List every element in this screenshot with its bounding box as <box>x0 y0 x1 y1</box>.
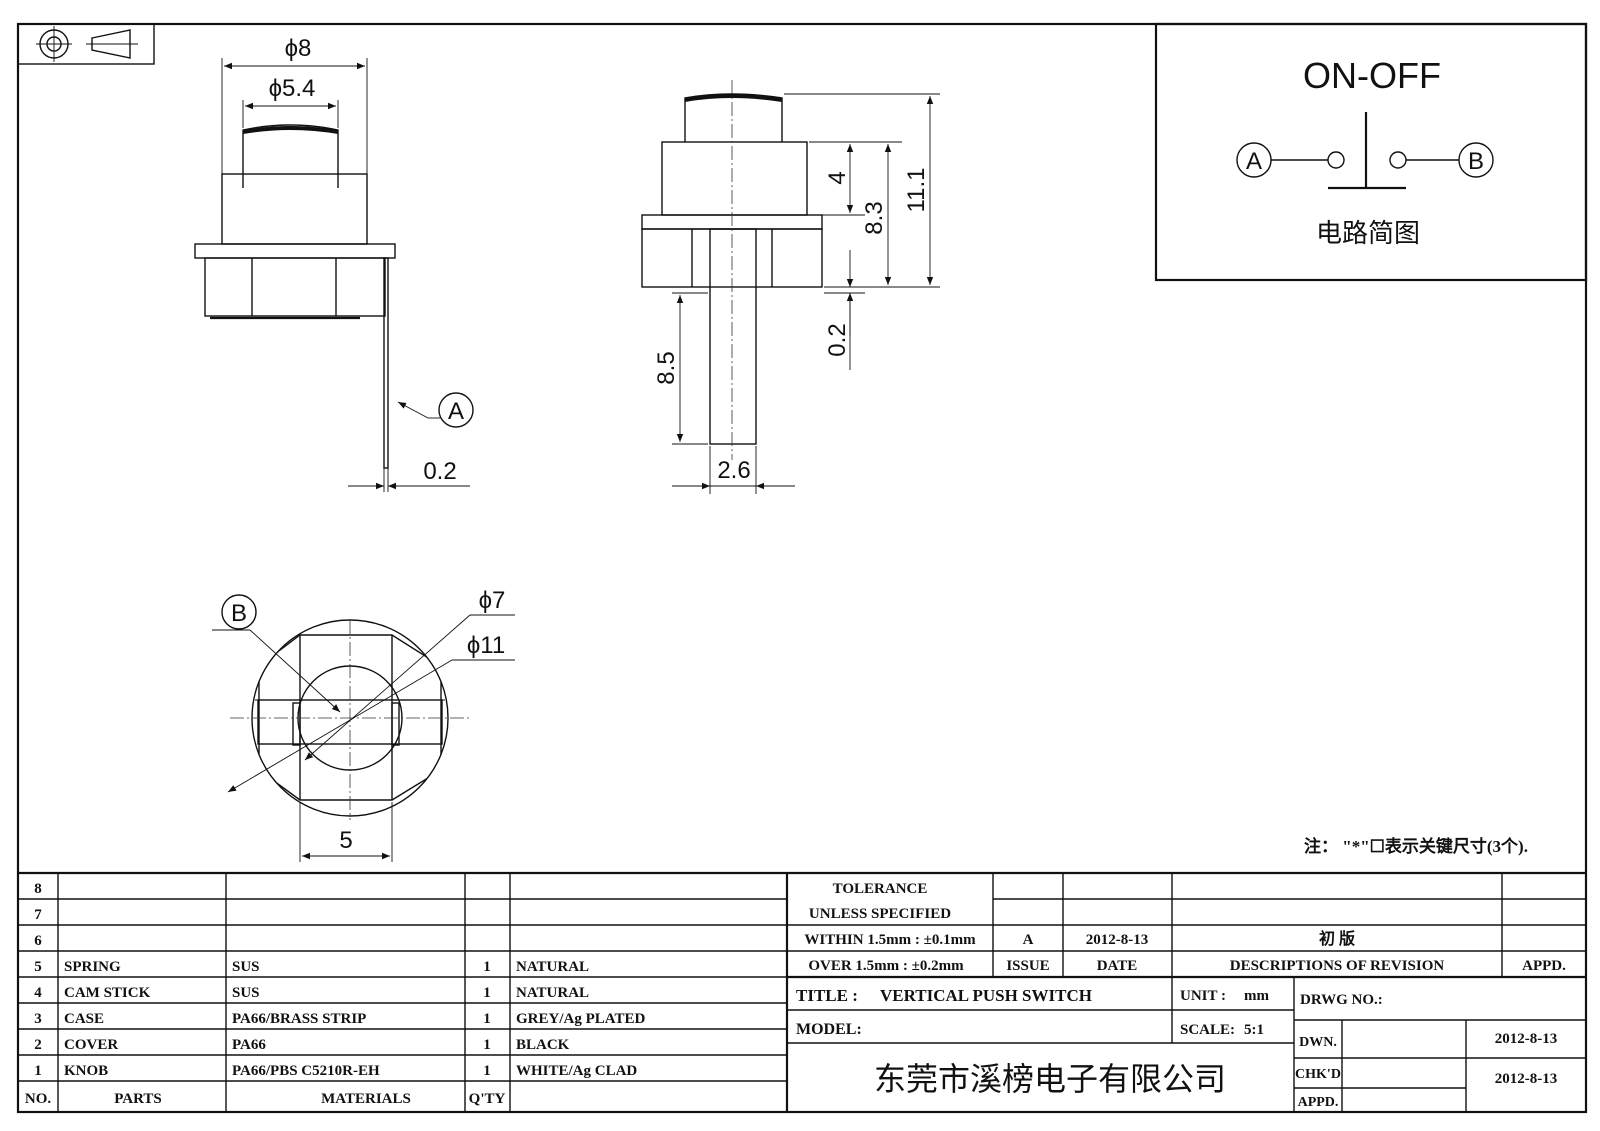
table-row: 2 COVER PA66 1 BLACK <box>34 1037 569 1053</box>
issue-label: ISSUE <box>1006 958 1049 974</box>
table-row: 5 SPRING SUS 1 NATURAL <box>34 959 589 975</box>
header-qty: Q'TY <box>469 1091 506 1107</box>
chkd-label: CHK'D <box>1295 1067 1341 1082</box>
title-value: VERTICAL PUSH SWITCH <box>880 986 1092 1005</box>
table-cell-no: 5 <box>34 959 42 975</box>
table-cell-material: SUS <box>232 985 260 1001</box>
company-name: 东莞市溪榜电子有限公司 <box>874 1061 1226 1097</box>
table-row: 3 CASE PA66/BRASS STRIP 1 GREY/Ag PLATED <box>34 1011 645 1027</box>
table-cell-no: 2 <box>34 1037 42 1053</box>
table-cell-no: 6 <box>34 933 42 949</box>
table-cell-material: PA66 <box>232 1037 266 1053</box>
scale-value: 5:1 <box>1244 1022 1264 1038</box>
table-cell-qty: 1 <box>483 1063 491 1079</box>
table-cell-finish: WHITE/Ag CLAD <box>516 1063 637 1079</box>
table-cell-qty: 1 <box>483 1011 491 1027</box>
table-cell-part: SPRING <box>64 959 121 975</box>
header-no: NO. <box>25 1091 52 1107</box>
dim-side-knob-height: 4 <box>824 171 851 184</box>
table-cell-qty: 1 <box>483 959 491 975</box>
header-materials: MATERIALS <box>321 1091 411 1107</box>
terminal-b-label: B <box>1468 148 1484 175</box>
unit-value: mm <box>1244 988 1269 1004</box>
table-cell-part: COVER <box>64 1037 118 1053</box>
issue-value: A <box>1023 932 1034 948</box>
table-cell-finish: GREY/Ag PLATED <box>516 1011 645 1027</box>
table-cell-part: KNOB <box>64 1063 108 1079</box>
terminal-b-circle <box>1458 142 1494 178</box>
appd-label: APPD. <box>1522 958 1566 974</box>
table-cell-no: 4 <box>34 985 42 1001</box>
unit-label: UNIT : <box>1180 988 1226 1004</box>
circuit-caption: 电路简图 <box>1316 218 1420 248</box>
chkd-date: 2012-8-13 <box>1495 1071 1558 1087</box>
tolerance-line2: UNLESS SPECIFIED <box>809 906 951 922</box>
table-cell-finish: NATURAL <box>516 959 589 975</box>
dim-front-terminal-thickness: 0.2 <box>423 458 456 485</box>
circuit-diagram: ON-OFF A B 电路简图 <box>1154 22 1588 282</box>
side-view: 4 8.3 11.1 0.2 8.5 2.6 <box>641 80 940 494</box>
callout-b-label: B <box>231 600 247 627</box>
dim-front-knob-dia: ϕ5.4 <box>269 75 316 102</box>
table-cell-part: CASE <box>64 1011 104 1027</box>
circuit-title: ON-OFF <box>1303 55 1441 96</box>
projection-symbol <box>17 23 155 65</box>
header-parts: PARTS <box>114 1091 162 1107</box>
appd2-label: APPD. <box>1298 1095 1339 1110</box>
dwn-label: DWN. <box>1299 1035 1337 1050</box>
dim-side-pin-length: 8.5 <box>653 351 680 384</box>
front-view: ϕ8 ϕ5.4 0.2 A <box>194 35 474 492</box>
tolerance-line1: TOLERANCE <box>833 881 928 897</box>
table-cell-material: PA66/BRASS STRIP <box>232 1011 366 1027</box>
callout-a-label: A <box>448 398 464 425</box>
dim-bottom-inner-dia: ϕ7 <box>479 587 506 614</box>
scale-label: SCALE: <box>1180 1022 1235 1038</box>
table-cell-qty: 1 <box>483 985 491 1001</box>
table-row: 1 KNOB PA66/PBS C5210R-EH 1 WHITE/Ag CLAD <box>34 1063 637 1079</box>
drwg-label: DRWG NO.: <box>1300 992 1383 1008</box>
table-row: 6 <box>34 933 42 949</box>
dim-bottom-outer-dia: ϕ11 <box>467 632 505 659</box>
dwn-date: 2012-8-13 <box>1495 1031 1558 1047</box>
sheet-border <box>16 22 1588 1114</box>
title-label: TITLE : <box>796 986 858 1005</box>
tolerance-within: WITHIN 1.5mm : ±0.1mm <box>804 932 976 948</box>
dim-side-total-height: 11.1 <box>903 168 930 213</box>
callout-b-circle <box>221 594 257 630</box>
date-label: DATE <box>1097 958 1138 974</box>
date-value: 2012-8-13 <box>1086 932 1149 948</box>
dim-bottom-flat-width: 5 <box>339 827 352 854</box>
callout-a-circle <box>438 392 474 428</box>
table-cell-part: CAM STICK <box>64 985 151 1001</box>
table-cell-finish: BLACK <box>516 1037 570 1053</box>
table-cell-material: SUS <box>232 959 260 975</box>
dim-side-pin-width: 2.6 <box>717 457 750 484</box>
title-block: TOLERANCE UNLESS SPECIFIED WITHIN 1.5mm … <box>787 873 1586 1112</box>
table-cell-no: 8 <box>34 881 42 897</box>
bottom-view: ϕ7 ϕ11 B 5 <box>212 587 515 862</box>
dim-front-outer-dia: ϕ8 <box>285 35 312 62</box>
tolerance-over: OVER 1.5mm : ±0.2mm <box>808 958 964 974</box>
table-row: 4 CAM STICK SUS 1 NATURAL <box>34 985 589 1001</box>
table-cell-no: 3 <box>34 1011 42 1027</box>
table-row: 8 <box>34 881 42 897</box>
key-dimension-note: 注： "*"☐表示关键尺寸(3个). <box>1304 836 1528 856</box>
revision-desc: 初 版 <box>1319 929 1355 948</box>
table-row: 7 <box>34 907 42 923</box>
table-cell-no: 1 <box>34 1063 42 1079</box>
dim-side-gap: 0.2 <box>824 323 851 356</box>
table-cell-finish: NATURAL <box>516 985 589 1001</box>
model-label: MODEL: <box>796 1021 862 1038</box>
table-cell-no: 7 <box>34 907 42 923</box>
table-cell-qty: 1 <box>483 1037 491 1053</box>
dim-side-body-height: 8.3 <box>861 201 888 234</box>
terminal-a-label: A <box>1246 148 1262 175</box>
table-cell-material: PA66/PBS C5210R-EH <box>232 1063 380 1079</box>
desc-label: DESCRIPTIONS OF REVISION <box>1230 958 1445 974</box>
